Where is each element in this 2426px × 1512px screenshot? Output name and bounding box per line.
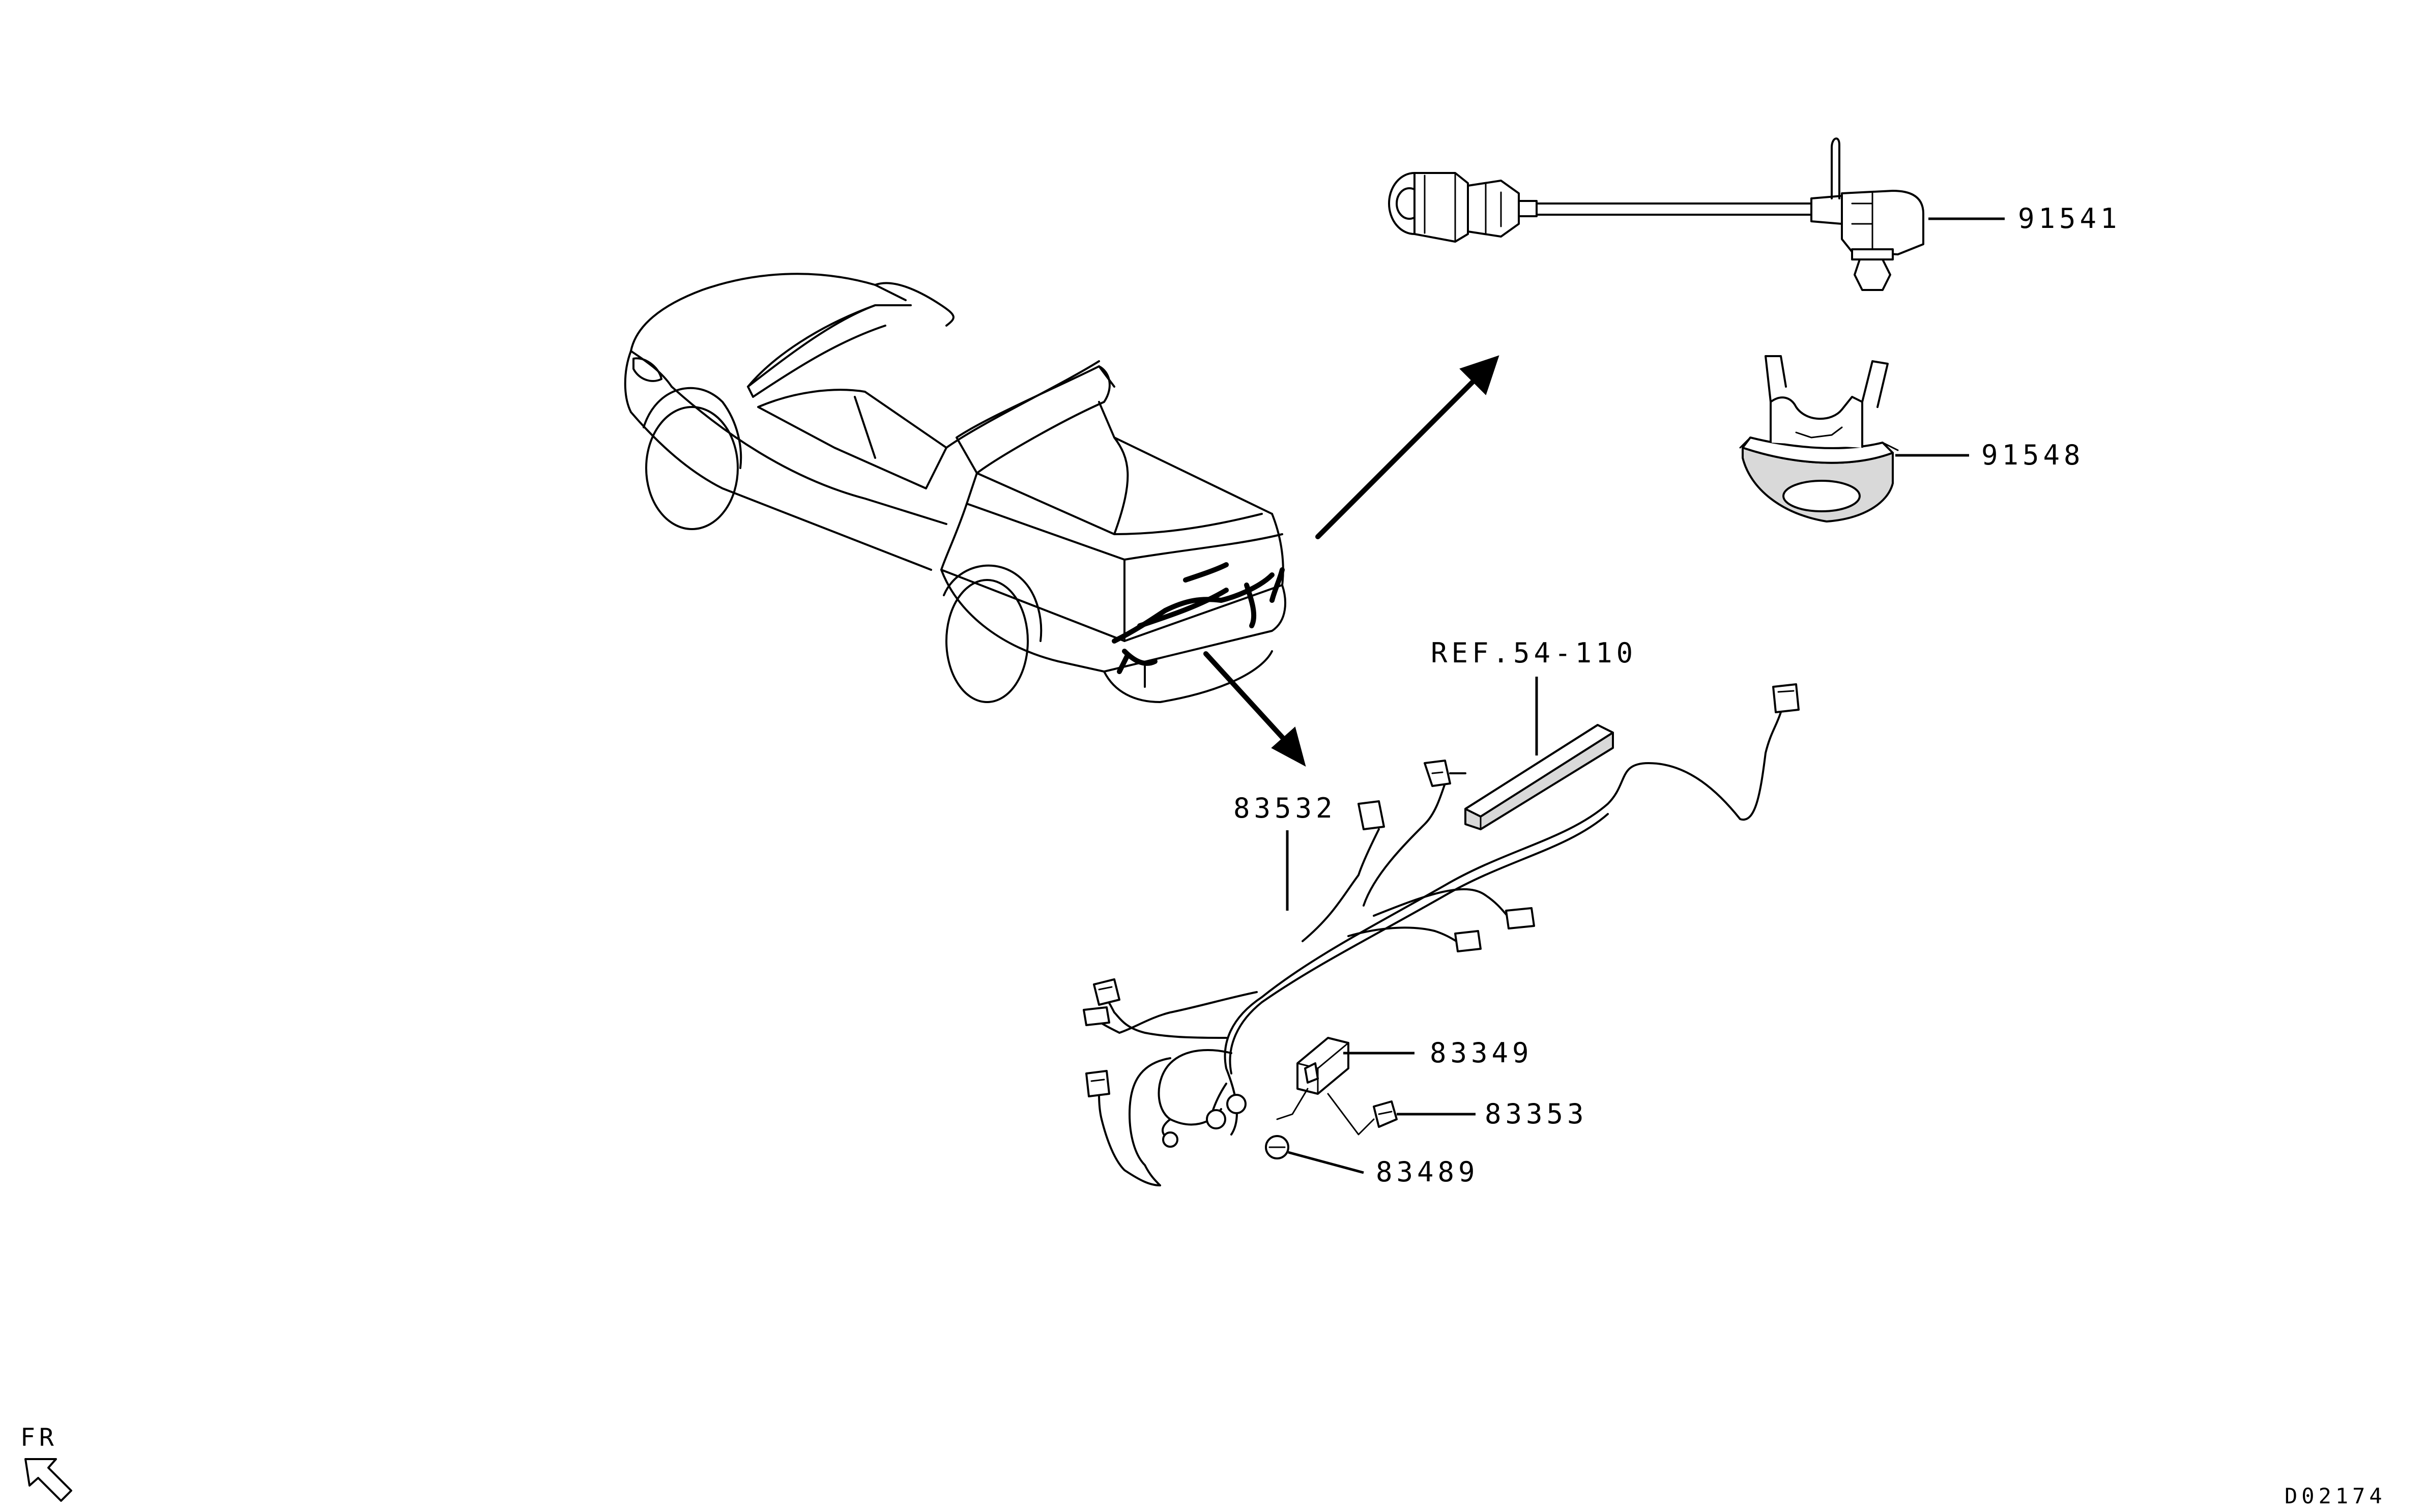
part-number-83349: 83349 — [1430, 1037, 1533, 1069]
wiring-harness-part — [1083, 683, 1800, 1186]
part-number-83532: 83532 — [1233, 792, 1337, 824]
clip-part — [1265, 1088, 1309, 1159]
front-direction-arrow-icon — [24, 1458, 72, 1502]
pickup-truck-illustration — [624, 273, 1286, 703]
camera-bracket-part — [1739, 355, 1899, 522]
part-number-91541: 91541 — [2018, 202, 2121, 235]
part-number-91548: 91548 — [1981, 439, 2085, 471]
rear-view-camera-part — [1388, 137, 1924, 291]
pointer-arrow-to-camera — [1315, 355, 1499, 539]
pointer-arrow-to-harness — [1203, 651, 1306, 767]
diagram-code: D02174 — [2285, 1484, 2386, 1508]
front-direction-label: FR — [20, 1423, 58, 1452]
part-number-83489: 83489 — [1376, 1156, 1479, 1188]
reference-module-part — [1464, 724, 1614, 830]
part-number-83353: 83353 — [1485, 1098, 1588, 1130]
bracket-part — [1327, 1093, 1398, 1136]
leader-line-83489 — [1288, 1151, 1364, 1174]
control-unit-part — [1296, 1037, 1349, 1095]
reference-label: REF.54-110 — [1431, 637, 1637, 669]
